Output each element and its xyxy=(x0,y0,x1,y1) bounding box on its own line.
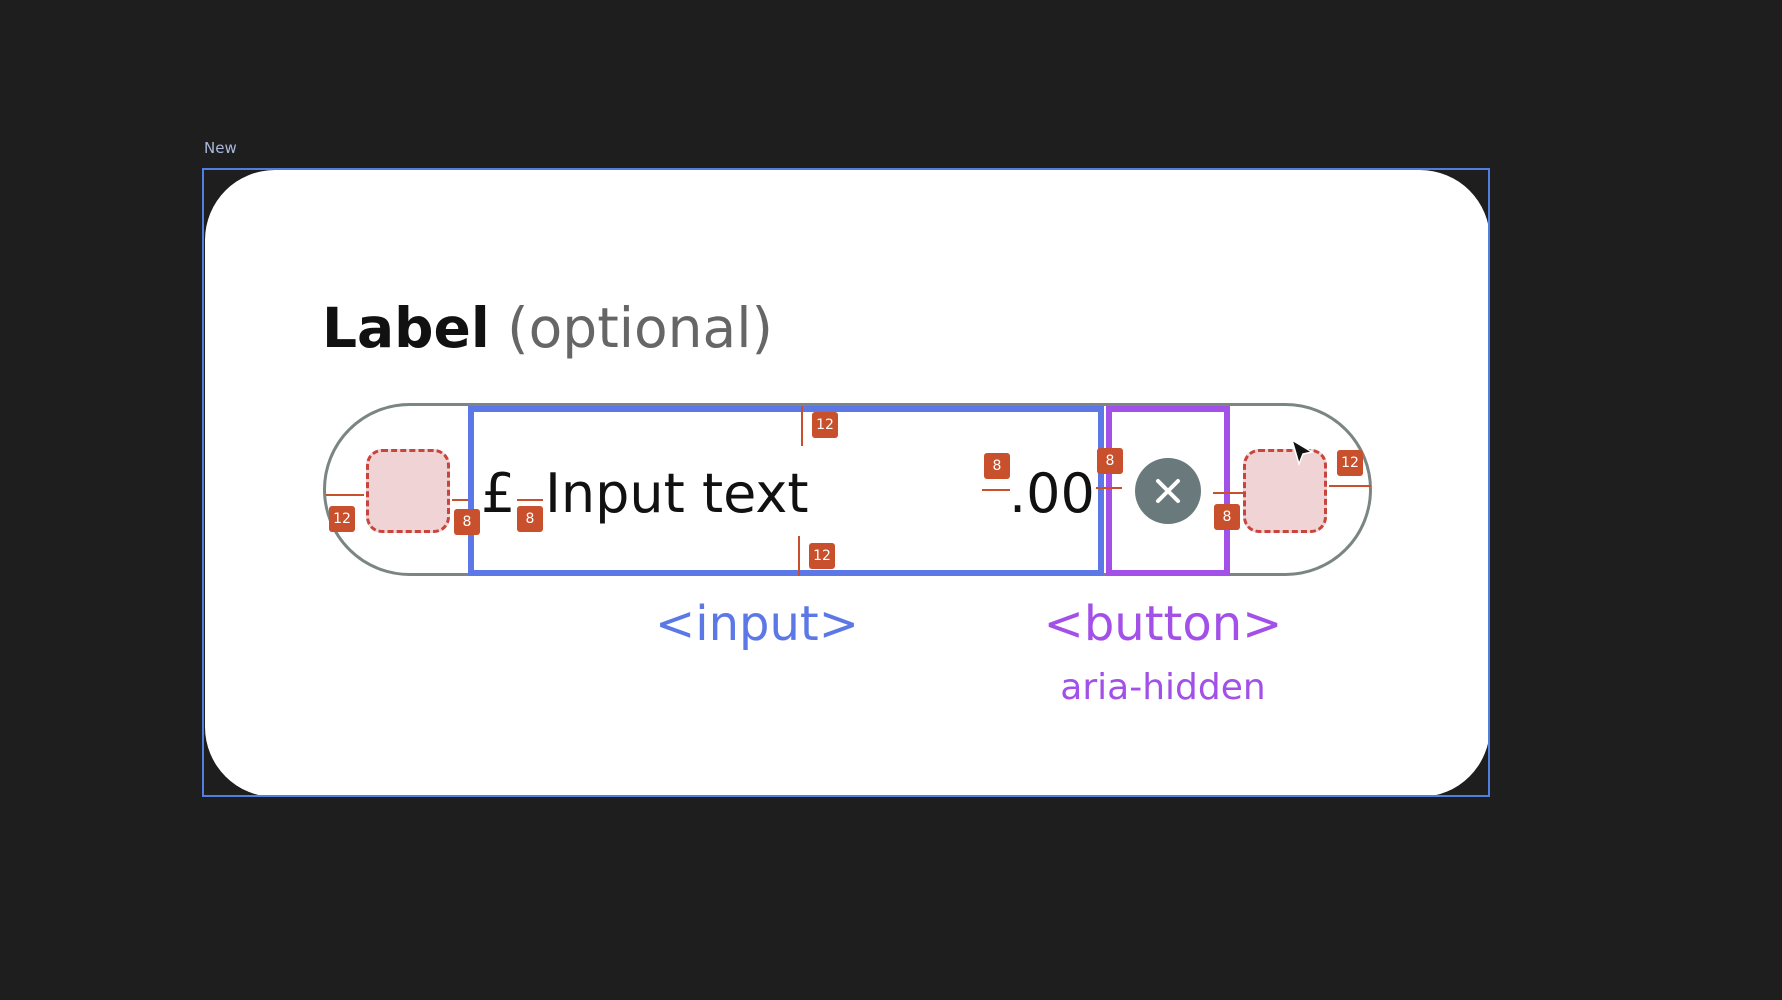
spacing-line xyxy=(1096,487,1122,489)
spacing-badge-button-slot-gap: 8 xyxy=(1214,504,1240,530)
spacing-line xyxy=(982,489,1010,491)
leading-slot-placeholder xyxy=(366,449,450,533)
spacing-badge-top-padding: 12 xyxy=(812,412,838,438)
spacing-line xyxy=(517,499,543,501)
frame-name[interactable]: New xyxy=(204,139,237,157)
button-tag-annotation: <button> xyxy=(1043,596,1283,652)
spacing-line xyxy=(801,406,803,446)
label-optional: (optional) xyxy=(507,296,773,360)
field-label: Label (optional) xyxy=(322,296,773,360)
spacing-line xyxy=(326,494,364,496)
input-tag-annotation: <input> xyxy=(655,596,859,652)
spacing-badge-bottom-padding: 12 xyxy=(809,543,835,569)
input-value[interactable]: Input text xyxy=(545,462,809,525)
spacing-line xyxy=(1213,492,1243,494)
mouse-cursor-icon xyxy=(1290,438,1314,467)
spacing-line xyxy=(1329,485,1371,487)
prefix-text: £ xyxy=(481,462,516,525)
input-region[interactable] xyxy=(468,406,1104,576)
clear-button[interactable] xyxy=(1135,458,1201,524)
spacing-badge-input-button-gap: 8 xyxy=(1097,448,1123,474)
spacing-badge-left-slot-gap: 8 xyxy=(454,509,480,535)
suffix-text: .00 xyxy=(1009,462,1095,525)
trailing-slot-placeholder xyxy=(1243,449,1327,533)
spacing-badge-prefix-gap: 8 xyxy=(517,506,543,532)
spacing-badge-right-padding: 12 xyxy=(1337,450,1363,476)
spacing-line xyxy=(798,536,800,576)
aria-hidden-annotation: aria-hidden xyxy=(1060,667,1266,708)
spacing-badge-left-padding: 12 xyxy=(329,506,355,532)
button-region[interactable] xyxy=(1106,406,1230,576)
label-text: Label xyxy=(322,296,490,360)
spacing-badge-suffix-gap: 8 xyxy=(984,453,1010,479)
close-icon xyxy=(1156,479,1180,503)
spacing-line xyxy=(452,499,468,501)
frame-selection-outline xyxy=(202,168,1490,797)
